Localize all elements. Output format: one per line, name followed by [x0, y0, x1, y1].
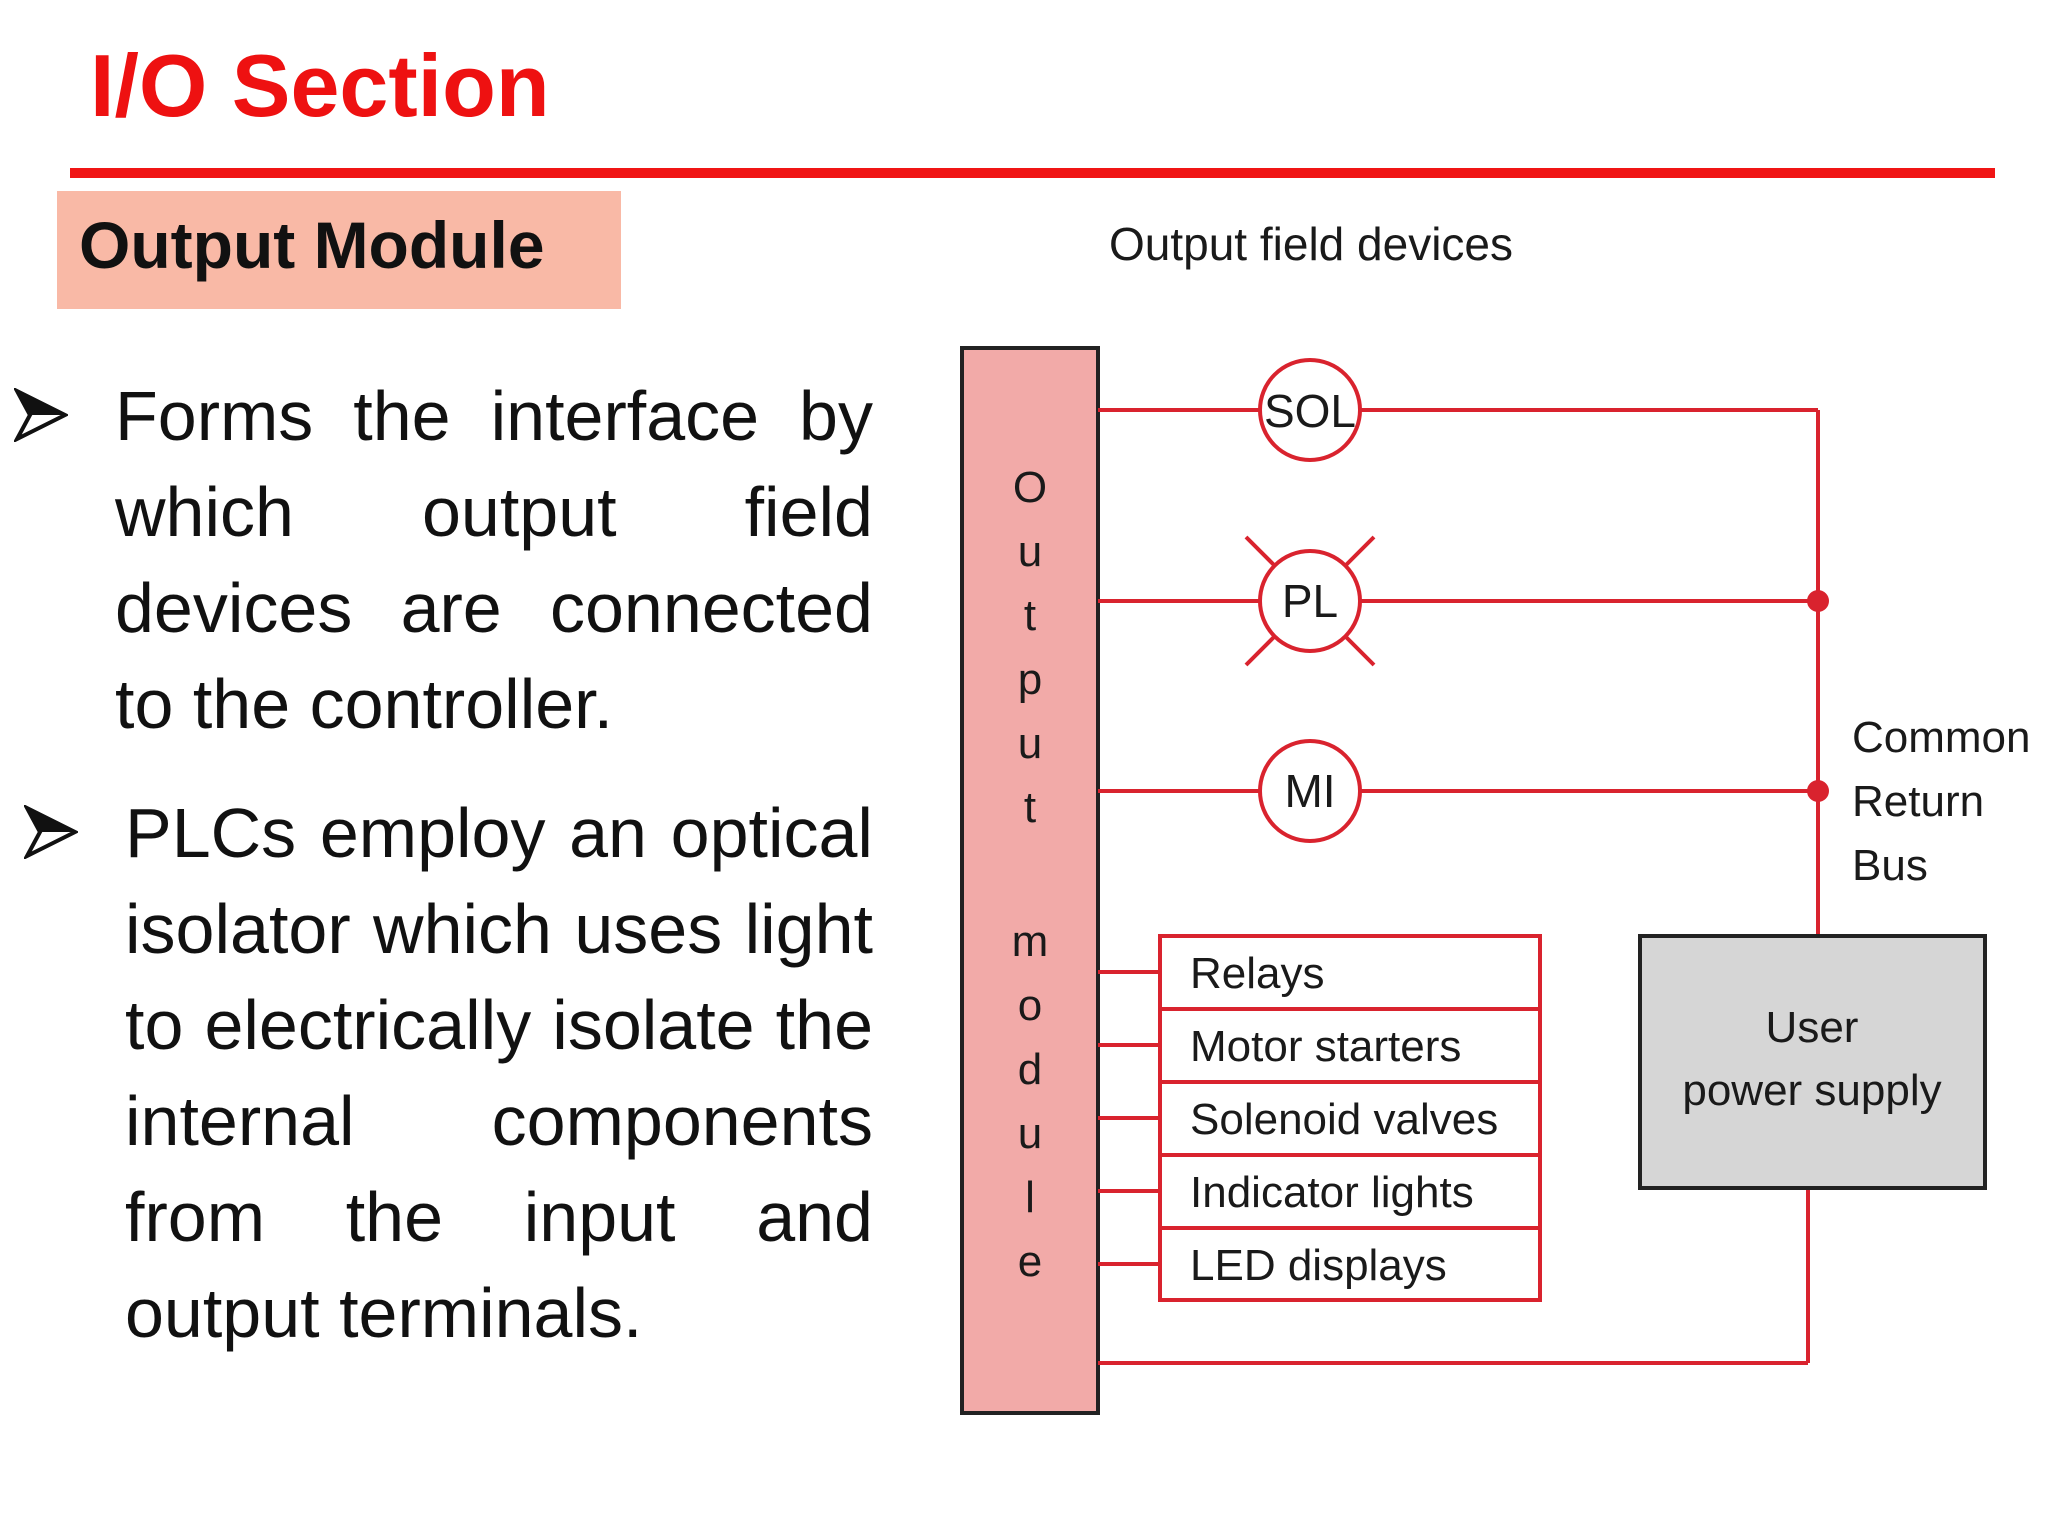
svg-text:Bus: Bus: [1852, 841, 1928, 890]
pilot-light-device-symbol: PL: [1244, 535, 1376, 667]
device-list-item: Motor starters: [1190, 1022, 1461, 1071]
slide-title: I/O Section: [90, 36, 550, 135]
arrowhead-bullet-icon: [14, 388, 68, 442]
user-power-supply-box: User power supply: [1638, 934, 1987, 1190]
device-label-mi: MI: [1284, 765, 1335, 817]
device-list-item: LED displays: [1190, 1241, 1447, 1290]
module-letter: l: [1025, 1173, 1035, 1222]
svg-text:User: User: [1766, 1003, 1859, 1052]
module-letter: d: [1018, 1045, 1042, 1094]
module-letter: e: [1018, 1237, 1042, 1286]
motor-device-symbol: MI: [1258, 739, 1362, 843]
module-letter: O: [1013, 463, 1047, 512]
bus-junction-dot: [1807, 590, 1829, 612]
module-letter: u: [1018, 1109, 1042, 1158]
common-return-bus-label: Common Return Bus: [1852, 713, 2031, 890]
output-module-bar: [960, 346, 1100, 1415]
section-label-box: Output Module: [57, 191, 621, 309]
section-label: Output Module: [79, 208, 545, 282]
bullet-text: Forms the interface by which output fiel…: [115, 377, 873, 743]
module-letter: t: [1024, 783, 1036, 832]
device-list-item: Indicator lights: [1190, 1168, 1474, 1217]
device-label-sol: SOL: [1264, 385, 1356, 437]
solenoid-device-symbol: SOL: [1258, 358, 1362, 462]
svg-text:Return: Return: [1852, 777, 1984, 826]
title-underline: [70, 168, 1995, 178]
bullet-text: PLCs employ an optical isolator which us…: [125, 794, 873, 1352]
svg-text:Common: Common: [1852, 713, 2031, 762]
module-letter: o: [1018, 981, 1042, 1030]
module-letter: p: [1018, 655, 1042, 704]
svg-text:power supply: power supply: [1682, 1066, 1941, 1115]
bus-junction-dot: [1807, 780, 1829, 802]
module-letter: u: [1018, 719, 1042, 768]
circuit-wiring: [1098, 408, 1820, 1365]
device-list-item: Relays: [1190, 949, 1325, 998]
module-letter: m: [1012, 917, 1049, 966]
module-letter: u: [1018, 527, 1042, 576]
arrowhead-bullet-icon: [24, 805, 78, 859]
device-list-item: Solenoid valves: [1190, 1095, 1498, 1144]
diagram-caption: Output field devices: [1109, 218, 1513, 270]
device-label-pl: PL: [1282, 575, 1338, 627]
device-list-box: Relays Motor starters Solenoid valves In…: [1158, 934, 1542, 1302]
module-letter: t: [1024, 591, 1036, 640]
